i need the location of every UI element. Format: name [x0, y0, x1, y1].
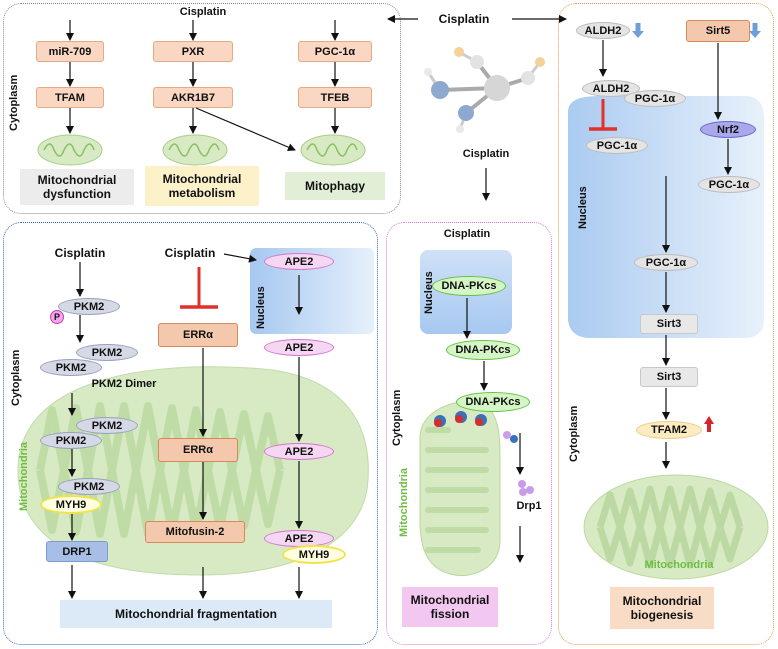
dna-pkcs-1: DNA-PKcs [432, 276, 506, 296]
top-center-cisplatin: Cisplatin [438, 12, 490, 26]
nrf2-ellipse: Nrf2 [700, 121, 756, 138]
center-cisplatin-label: Cisplatin [462, 148, 510, 160]
pkm2-2: PKM2 [76, 344, 138, 361]
bottom-left-nucleus-label: Nucleus [255, 286, 267, 329]
outcome-mito-fragmentation: Mitochondrial fragmentation [60, 600, 332, 628]
top-left-cisplatin: Cisplatin [179, 6, 227, 18]
outcome-mito-metabolism: Mitochondrial metabolism [145, 166, 259, 206]
cisplatin-molecule-icon [424, 47, 545, 133]
outcome-mitophagy: Mitophagy [285, 172, 385, 200]
pgc-1a-lower: PGC-1α [634, 254, 698, 271]
top-left-cytoplasm-label: Cytoplasm [8, 74, 20, 131]
bottom-left-mito-label: Mitochondria [18, 441, 30, 511]
mitofusin-2-box: Mitofusin-2 [145, 521, 245, 543]
pgc-1a-nucleus-left: PGC-1α [586, 137, 648, 154]
pkm2-5: PKM2 [40, 432, 102, 449]
right-mito-label: Mitochondria [644, 559, 714, 571]
panel-bottom-middle [386, 222, 552, 645]
ape2-1: APE2 [264, 253, 334, 270]
pkm2-3: PKM2 [40, 359, 102, 376]
ape2-4: APE2 [264, 530, 334, 547]
sirt5-box: Sirt5 [686, 20, 750, 42]
ape2-2: APE2 [264, 339, 334, 356]
pkm2-6: PKM2 [58, 478, 120, 495]
sirt3-box-2: Sirt3 [640, 367, 698, 387]
panel-right [558, 3, 774, 645]
pkm2-4: PKM2 [76, 417, 138, 434]
pkm2-1: PKM2 [58, 298, 120, 315]
right-cytoplasm-label: Cytoplasm [568, 405, 580, 462]
tfam-box: TFAM [36, 87, 104, 108]
middle-mito-label: Mitochondria [398, 467, 410, 537]
akr1b7-box: AKR1B7 [153, 87, 233, 108]
mir-709-box: miR-709 [36, 41, 104, 62]
panel-bottom-left [3, 222, 378, 645]
pgc-1a-bound: PGC-1α [624, 90, 686, 107]
panel-top-left [3, 3, 401, 214]
middle-drp1-label: Drp1 [516, 500, 542, 512]
pgc-1a-box: PGC-1α [298, 41, 372, 62]
erra-box-1: ERRα [158, 323, 238, 347]
middle-cytoplasm-label: Cytoplasm [391, 389, 403, 446]
tfeb-box: TFEB [298, 87, 372, 108]
aldh2-bound: ALDH2 [582, 80, 640, 97]
dna-pkcs-3: DNA-PKcs [456, 392, 530, 412]
myh9-right: MYH9 [282, 545, 346, 564]
tfam2-ellipse: TFAM2 [636, 421, 702, 439]
pgc-1a-nucleus-right: PGC-1α [698, 176, 760, 193]
c2-cisplatin: Cisplatin [164, 246, 216, 260]
sirt3-box-1: Sirt3 [640, 314, 698, 334]
c1-cisplatin: Cisplatin [54, 246, 106, 260]
outcome-mito-biogenesis: Mitochondrial biogenesis [610, 587, 714, 629]
middle-cisplatin-title: Cisplatin [443, 228, 491, 240]
dna-pkcs-2: DNA-PKcs [446, 340, 520, 360]
outcome-mito-fission: Mitochondrial fission [402, 587, 498, 627]
right-nucleus-label: Nucleus [577, 186, 589, 229]
aldh2-top: ALDH2 [576, 22, 630, 39]
outcome-mito-dysfunction: Mitochondrial dysfunction [20, 169, 134, 205]
pkm2-dimer-label: PKM2 Dimer [91, 378, 157, 390]
ape2-3: APE2 [264, 443, 334, 460]
myh9-left: MYH9 [40, 495, 102, 514]
bottom-left-cytoplasm-label: Cytoplasm [10, 349, 22, 406]
erra-box-2: ERRα [158, 438, 238, 462]
phospho-badge: P [50, 310, 64, 324]
pxr-box: PXR [153, 41, 233, 62]
drp1-box: DRP1 [46, 541, 108, 562]
